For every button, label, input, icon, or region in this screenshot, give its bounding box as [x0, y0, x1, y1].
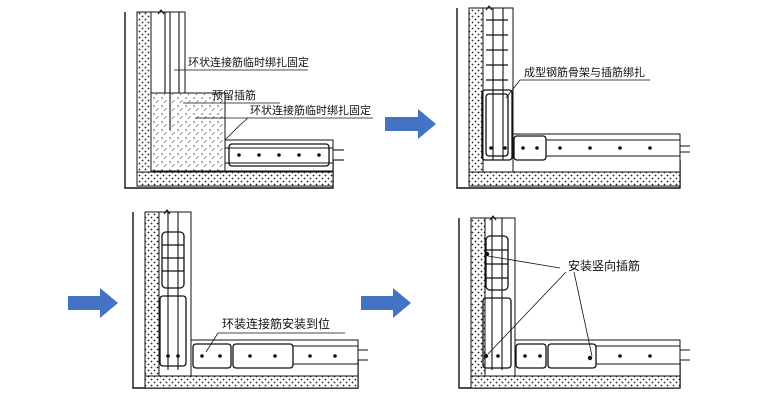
right-arrow-icon: [68, 288, 118, 318]
label-cage-tied-to-dowel: 成型钢筋骨架与插筋绑扎: [524, 65, 645, 79]
panel-1: 环状连接筋临时绑扎固定 预留插筋 环状连接筋临时绑扎固定: [124, 9, 373, 189]
right-arrow-icon: [385, 109, 436, 139]
label-install-vertical-dowel: 安装竖向插筋: [568, 258, 640, 273]
panel-2: 成型钢筋骨架与插筋绑扎: [456, 5, 690, 189]
panel-3: 环装连接筋安装到位: [132, 209, 368, 389]
label-ring-bar-temp-tie-bottom: 环状连接筋临时绑扎固定: [250, 103, 371, 117]
right-arrow-icon: [361, 288, 411, 318]
label-ring-bar-temp-tie-top: 环状连接筋临时绑扎固定: [188, 55, 309, 69]
panel-4: 安装竖向插筋: [458, 215, 690, 389]
label-ring-bar-installed: 环装连接筋安装到位: [222, 316, 330, 331]
label-reserved-dowel: 预留插筋: [212, 88, 256, 102]
